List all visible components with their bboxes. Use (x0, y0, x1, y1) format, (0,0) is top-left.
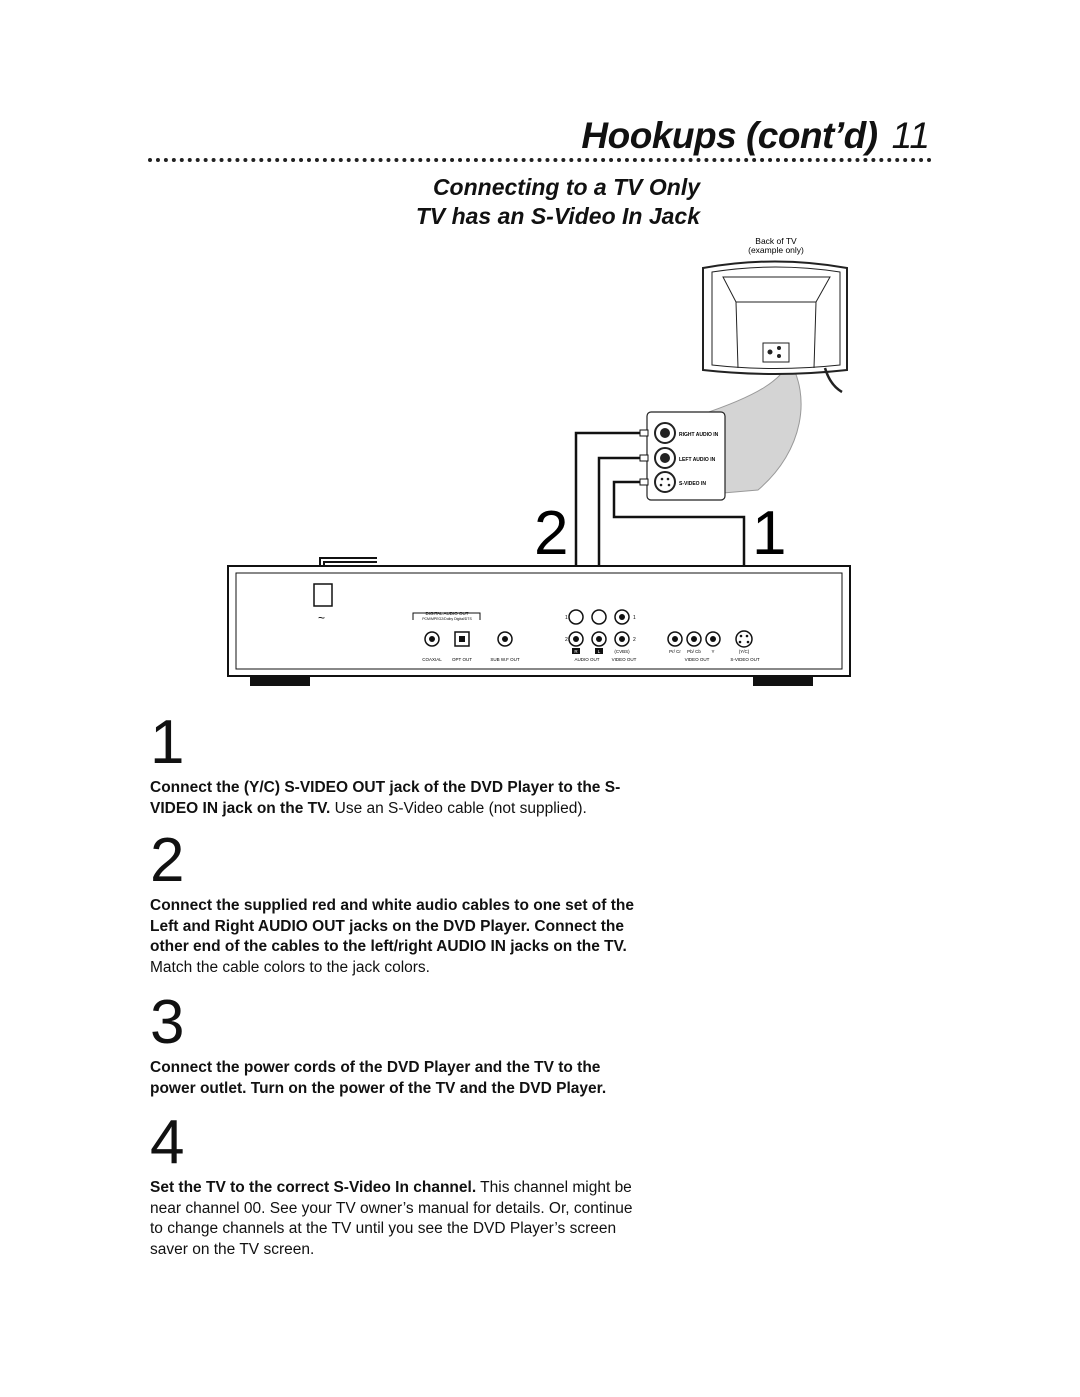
page-number: 11 (891, 115, 930, 156)
step-instruction: Connect the (Y/C) S-VIDEO OUT jack of th… (150, 779, 621, 817)
step-note: This channel might be near channel 00. S… (150, 1179, 633, 1258)
step-4: 4 Set the TV to the correct S-Video In c… (150, 1112, 640, 1260)
video-out-component-label: VIDEO OUT (685, 657, 710, 662)
sub-wf-out-label: SUB W.F OUT (490, 657, 520, 662)
tv-back-illustration (702, 260, 848, 394)
step-instruction: Set the TV to the correct S-Video In cha… (150, 1179, 477, 1196)
step-number: 2 (150, 826, 185, 895)
pr-cr-label: Pr/ Cr (669, 649, 681, 654)
step-note: Match the cable colors to the jack color… (150, 958, 430, 976)
yc-label: (Y/C) (739, 649, 750, 654)
row2-left-label: 2 (565, 637, 568, 643)
step-text: Set the TV to the correct S-Video In cha… (150, 1178, 640, 1260)
r-label: R (574, 649, 578, 654)
ac-symbol: ~ (318, 611, 325, 625)
section-subtitle: TV has an S-Video In Jack (415, 203, 700, 229)
dvd-player-back-illustration: ~ DIGITAL AUDIO OUT PCM/MPEG2/Dolby Digi… (227, 565, 851, 686)
step-number: 3 (150, 988, 185, 1057)
step-text: Connect the supplied red and white audio… (150, 896, 640, 978)
section-title: Connecting to a TV Only (432, 174, 700, 200)
row2-right-label: 2 (633, 637, 636, 643)
row1-left-label: 1 (565, 615, 568, 621)
step-note: Use an S-Video cable (not supplied). (330, 799, 587, 817)
step-3: 3 Connect the power cords of the DVD Pla… (150, 992, 640, 1099)
row1-right-label: 1 (633, 615, 636, 621)
cables (574, 431, 746, 614)
tv-jack-panel: RIGHT AUDIO IN LEFT AUDIO IN S-VIDEO IN (646, 411, 726, 501)
cvbs-label: (CVBS) (614, 649, 630, 654)
callout-1: 1 (752, 499, 786, 568)
l-label: L (598, 649, 601, 654)
digital-audio-formats-label: PCM/MPEG2/Dolby Digital/DTS (422, 617, 472, 621)
s-video-in-label: S-VIDEO IN (679, 481, 706, 487)
step-1: 1 Connect the (Y/C) S-VIDEO OUT jack of … (150, 712, 640, 819)
opt-out-label: OPT OUT (452, 657, 472, 662)
step-number: 1 (150, 708, 185, 777)
page-header: Hookups (cont’d) 11 (0, 115, 930, 157)
step-text: Connect the power cords of the DVD Playe… (150, 1058, 640, 1099)
callout-2: 2 (534, 499, 568, 568)
left-audio-in-label: LEFT AUDIO IN (679, 457, 716, 463)
step-2: 2 Connect the supplied red and white aud… (150, 830, 640, 978)
audio-out-label: AUDIO OUT (574, 657, 599, 662)
coaxial-label: COAXIAL (422, 657, 442, 662)
tv-caption-sub: (example only) (748, 245, 804, 255)
video-out-cvbs-label: VIDEO OUT (612, 657, 637, 662)
right-audio-in-label: RIGHT AUDIO IN (679, 432, 719, 438)
digital-audio-out-label: DIGITAL AUDIO OUT (425, 611, 468, 616)
y-label: Y (711, 649, 714, 654)
dotted-divider (148, 158, 932, 162)
step-number: 4 (150, 1108, 185, 1177)
hookup-diagram: Back of TV (example only) RIGHT AUDIO IN… (227, 236, 851, 686)
step-text: Connect the (Y/C) S-VIDEO OUT jack of th… (150, 778, 640, 819)
step-instruction: Connect the supplied red and white audio… (150, 897, 634, 955)
step-instruction: Connect the power cords of the DVD Playe… (150, 1059, 607, 1097)
page-title: Hookups (cont’d) (581, 115, 878, 156)
pb-cb-label: Pb/ Cb (687, 649, 701, 654)
tv-caption: Back of TV (755, 236, 797, 246)
s-video-out-label: S-VIDEO OUT (730, 657, 760, 662)
